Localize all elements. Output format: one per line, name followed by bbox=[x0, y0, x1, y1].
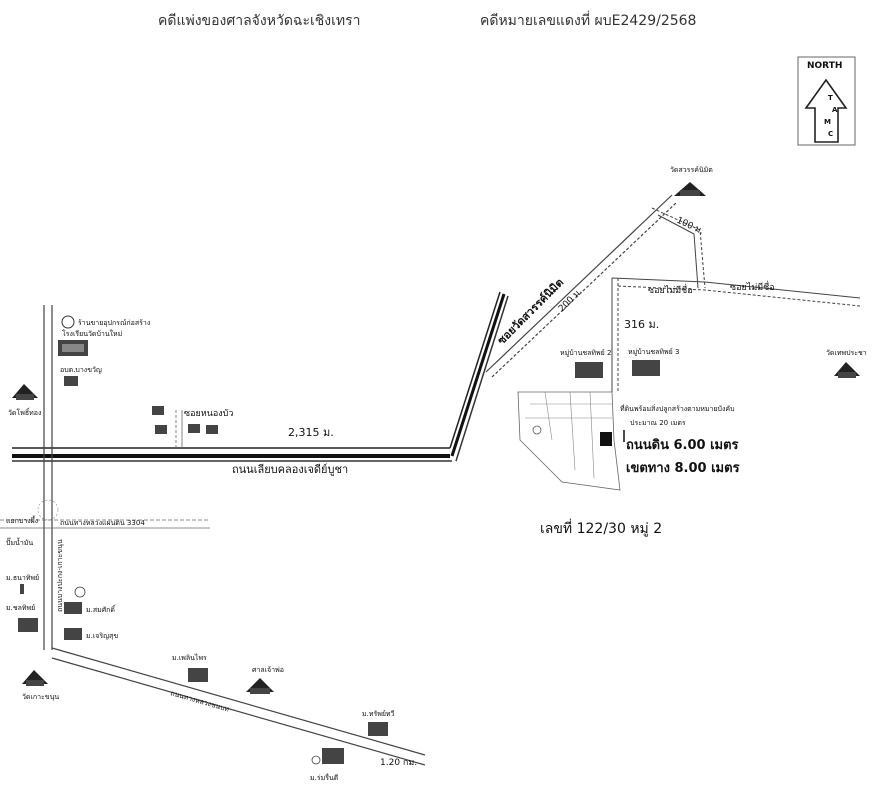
main-road: ถนนเลียบคลองเจดีย์บูชา 2,315 ม. bbox=[12, 426, 452, 476]
soi-nong-bua-label: ซอยหนองบัว bbox=[184, 409, 233, 419]
cross-road-label: ถนนทางหลวงแผ่นดิน 3304 bbox=[60, 519, 145, 527]
diagonal-road-label: ถนนทางหลวงชนบท bbox=[169, 689, 230, 714]
village-2-label: หมู่บ้านชลทิพย์ 3 bbox=[628, 348, 679, 356]
compass-label: NORTH bbox=[807, 61, 842, 71]
vertical-distance-label: 316 ม. bbox=[624, 318, 659, 331]
temple-bottom-left-icon bbox=[22, 670, 48, 686]
property-marker bbox=[600, 432, 612, 446]
temple-top-icon bbox=[674, 182, 706, 196]
property-note: ที่ดินพร้อมสิ่งปลูกสร้างตามหมายบังคับ bbox=[620, 404, 735, 413]
main-road-label: ถนนเลียบคลองเจดีย์บูชา bbox=[232, 463, 348, 476]
road-width-label: ถนนดิน 6.00 เมตร bbox=[626, 438, 739, 453]
property-note2: ประมาณ 20 เมตร bbox=[630, 419, 686, 427]
store-icon bbox=[61, 315, 75, 329]
temple-left-icon bbox=[12, 384, 38, 400]
gas-station-label: ปั๊มน้ำมัน bbox=[6, 536, 33, 547]
soi-mai-mi-chue-2: ซอยไม่มีชื่อ bbox=[730, 280, 775, 293]
village-e-icon bbox=[311, 748, 344, 765]
compass-letter-t: T bbox=[828, 94, 833, 102]
vertical-road: ถนนบางปะกง-เกาะขนุน ถนนทางหลวงแผ่นดิน 33… bbox=[0, 305, 210, 650]
main-distance-label: 2,315 ม. bbox=[288, 426, 334, 439]
soi-nong-bua: ซอยหนองบัว bbox=[175, 409, 233, 448]
case-court-title: คดีแพ่งของศาลจังหวัดฉะเชิงเทรา bbox=[158, 13, 361, 29]
shrine-label: ศาลเจ้าพ่อ bbox=[252, 666, 284, 674]
village-d-label: ม.ทรัพย์ทวี bbox=[362, 710, 395, 718]
building-icon bbox=[64, 376, 78, 386]
temple-right-icon bbox=[834, 362, 860, 378]
village-2-icon bbox=[632, 360, 660, 376]
left-village-icon bbox=[18, 618, 38, 632]
school-label: โรงเรียนวัดบ้านใหม่ bbox=[62, 329, 122, 338]
compass-letter-c: C bbox=[828, 130, 833, 138]
vertical-road-label: ถนนบางปะกง-เกาะขนุน bbox=[56, 539, 64, 612]
case-number: คดีหมายเลขแดงที่ ผบE2429/2568 bbox=[480, 13, 697, 29]
branch-distance-label: 100 ม. bbox=[675, 216, 705, 237]
property-plot: ที่ดินพร้อมสิ่งปลูกสร้างตามหมายบังคับ ปร… bbox=[517, 391, 740, 491]
village-1-label: หมู่บ้านชลทิพย์ 2 bbox=[560, 349, 611, 357]
compass-letter-m: M bbox=[824, 118, 831, 126]
left-village-label: ม.ชลทิพย์ bbox=[6, 604, 35, 612]
village-e-label: ม.ร่มรื่นดี bbox=[310, 773, 338, 782]
temple-top-label: วัดสวรรค์นิมิต bbox=[670, 166, 713, 174]
compass-letter-a: A bbox=[832, 106, 838, 114]
temple-left-label: วัดโพธิ์ทอง bbox=[8, 407, 41, 417]
diagonal-road: ถนนทางหลวงชนบท 1.20 กม. bbox=[51, 647, 426, 768]
village-d-icon bbox=[368, 722, 388, 736]
bottom-distance-label: 1.20 กม. bbox=[380, 758, 417, 768]
village-b-icon bbox=[64, 628, 82, 640]
village-b-label: ม.เจริญสุข bbox=[86, 632, 118, 640]
house-cluster-icon bbox=[152, 406, 218, 434]
address-label: เลขที่ 122/30 หมู่ 2 bbox=[540, 519, 662, 537]
shrine-icon bbox=[246, 678, 274, 694]
top-left-note: ร้านขายอุปกรณ์ก่อสร้าง bbox=[78, 319, 150, 327]
soi-mai-mi-chue-1: ซอยไม่มีชื่อ bbox=[648, 283, 693, 296]
gas-station-icon bbox=[20, 584, 24, 594]
bend-road bbox=[449, 291, 509, 462]
soi-wat-label: ซอยวัดสวรรค์นิมิต bbox=[495, 276, 566, 347]
north-compass: NORTH T A M C bbox=[797, 56, 856, 146]
village-a-label: ม.สมศักดิ์ bbox=[86, 604, 116, 614]
branch-roads: 100 ม. ซอยไม่มีชื่อ ซอยไม่มีชื่อ 316 ม. bbox=[611, 207, 861, 392]
village-c-label: ม.เพลินไพร bbox=[172, 653, 207, 662]
north-arrow-icon bbox=[804, 78, 848, 143]
village-1-icon bbox=[575, 362, 603, 378]
right-of-way-label: เขตทาง 8.00 เมตร bbox=[626, 461, 740, 476]
temple-right-label: วัดเทพประชา bbox=[826, 349, 867, 357]
top-left-building-label: อบต.บางขวัญ bbox=[60, 366, 102, 374]
village-f-label: ม.ธนาทิพย์ bbox=[6, 574, 39, 582]
school-icon bbox=[58, 340, 88, 356]
junction-label: แยกบางผึ้ง bbox=[6, 514, 38, 525]
village-a-icon bbox=[64, 586, 86, 614]
temple-bottom-left-label: วัดเกาะขนุน bbox=[22, 693, 59, 701]
village-c-icon bbox=[188, 668, 208, 682]
